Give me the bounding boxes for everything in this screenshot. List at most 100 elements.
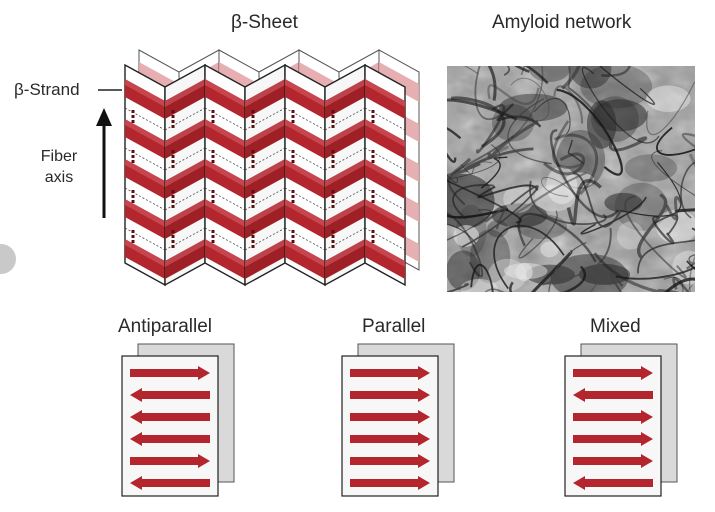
amyloid-fibril [447, 283, 469, 292]
beta-strand-highlight [205, 199, 245, 227]
amyloid-fibril [599, 66, 656, 105]
amyloid-fibril [447, 212, 484, 278]
amyloid-fibril [507, 98, 552, 165]
amyloid-light-region [460, 279, 498, 292]
amyloid-fibril [601, 66, 631, 77]
beta-strand-highlight [165, 79, 205, 107]
amyloid-fibril [552, 120, 582, 169]
amyloid-fibril [511, 66, 544, 139]
amyloid-dark-region [592, 99, 648, 132]
strand-arrow-right [350, 388, 430, 402]
amyloid-fibril [509, 265, 586, 292]
amyloid-dark-region [580, 66, 653, 109]
amyloid-fibril [487, 84, 540, 105]
beta-strand-highlight [285, 119, 325, 147]
amyloid-fibril [651, 150, 695, 197]
beta-strand-highlight [165, 159, 205, 187]
beta-strand-highlight [245, 79, 285, 107]
beta-strand-highlight [245, 159, 285, 187]
amyloid-fibril [652, 215, 675, 245]
beta-strand-highlight [125, 119, 165, 147]
amyloid-light-region [565, 172, 595, 188]
amyloid-fibril [624, 195, 687, 279]
strand-arrow-right [350, 476, 430, 490]
strand-arrow-right [130, 454, 210, 468]
beta-strand-highlight [365, 119, 405, 147]
strand-arrow-right [350, 432, 430, 446]
antiparallel-label: Antiparallel [118, 316, 212, 337]
strand-arrow-right [573, 410, 653, 424]
amyloid-fibril [518, 210, 558, 259]
strand-arrow-right [573, 366, 653, 380]
amyloid-fibril [553, 85, 584, 124]
amyloid-fibril [447, 223, 477, 244]
amyloid-fibril [567, 66, 604, 121]
amyloid-fibril [703, 288, 715, 331]
amyloid-fibril [543, 152, 586, 176]
amyloid-fibril [686, 260, 695, 271]
amyloid-fibril [589, 272, 609, 292]
amyloid-fibril [487, 119, 539, 160]
beta-strand-highlight [325, 79, 365, 107]
beta-strand-highlight [285, 79, 325, 107]
amyloid-dark-region [469, 229, 511, 284]
amyloid-fibril [517, 212, 597, 263]
amyloid-fibril [688, 255, 695, 292]
amyloid-fibril [529, 180, 607, 225]
beta-strand-highlight [205, 79, 245, 107]
amyloid-fibril [549, 129, 620, 219]
edge-dot [0, 244, 16, 274]
amyloid-dark-region [624, 154, 678, 182]
beta-strand-highlight [285, 159, 325, 187]
fiber-axis-line2: axis [44, 169, 74, 186]
amyloid-network-title: Amyloid network [492, 12, 632, 33]
amyloid-dark-region [550, 253, 629, 292]
amyloid-fibril [688, 254, 695, 264]
amyloid-fibril [480, 156, 508, 189]
back-sheet-strand [379, 62, 419, 102]
beta-strand-highlight [125, 199, 165, 227]
strand-arrow-left [130, 410, 210, 424]
amyloid-light-region [515, 263, 533, 282]
amyloid-fibril [566, 179, 602, 226]
strand-arrow-left [130, 432, 210, 446]
amyloid-fibril [452, 184, 494, 220]
amyloid-fibril [608, 271, 624, 292]
beta-strand-highlight [325, 119, 365, 147]
arrangement-card-antiparallel [121, 343, 235, 497]
beta-strand-highlight [325, 159, 365, 187]
beta-strand-highlight [365, 79, 405, 107]
amyloid-fibril [572, 172, 623, 228]
front-sheet-card [121, 355, 219, 497]
amyloid-light-region [503, 262, 548, 280]
amyloid-fibril [580, 196, 647, 235]
parallel-label: Parallel [362, 316, 426, 337]
amyloid-fibril [548, 241, 587, 292]
fiber-axis-line1: Fiber [40, 148, 78, 165]
amyloid-fibril [700, 232, 715, 247]
amyloid-fibril [487, 66, 497, 101]
strand-arrow-left [573, 476, 653, 490]
beta-strand-highlight [205, 159, 245, 187]
beta-strand-highlight [245, 119, 285, 147]
beta-strand-highlight [245, 199, 285, 227]
beta-strand-highlight [285, 239, 325, 267]
amyloid-fibril [637, 193, 668, 260]
arrangement-card-mixed [564, 343, 678, 497]
amyloid-fibril [470, 264, 494, 292]
amyloid-fibril [447, 174, 509, 219]
amyloid-fibril [514, 66, 549, 85]
beta-strand-highlight [245, 239, 285, 267]
amyloid-fibril [447, 127, 462, 163]
strand-arrow-right [573, 454, 653, 468]
amyloid-fibril [656, 126, 695, 156]
beta-strand-highlight [325, 239, 365, 267]
beta-strand-highlight [165, 239, 205, 267]
amyloid-fibril [447, 145, 509, 181]
amyloid-fibril [665, 195, 683, 221]
beta-strand-highlight [125, 239, 165, 267]
front-sheet-card [564, 355, 662, 497]
amyloid-fibril [461, 185, 539, 248]
fiber-axis-arrow-head [96, 108, 112, 126]
